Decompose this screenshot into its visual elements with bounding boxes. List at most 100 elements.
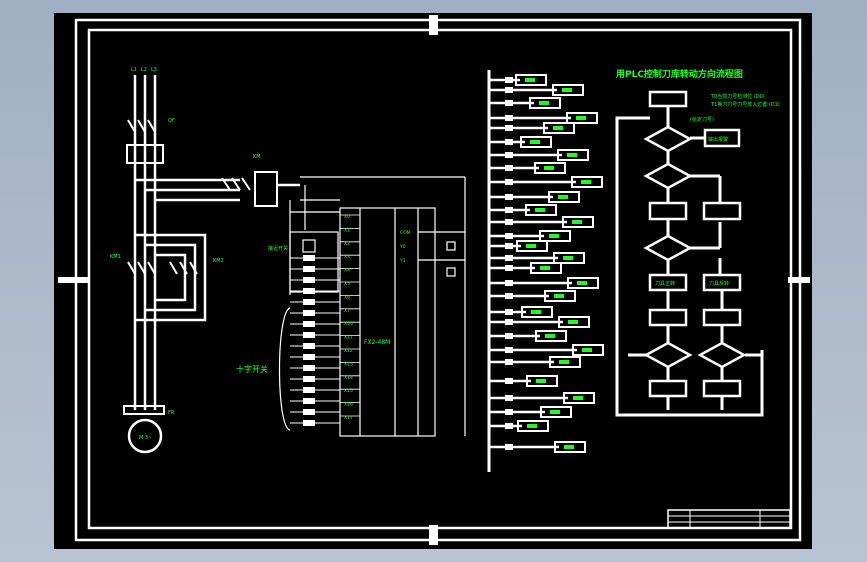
- ladder-coil-label: [558, 195, 568, 199]
- ladder-coil-label: [550, 410, 560, 414]
- ladder-coil: [554, 441, 586, 453]
- switch-contact: [303, 409, 315, 415]
- drawing-sheet: [54, 13, 812, 549]
- ladder-contact: [505, 243, 513, 249]
- switch-contact: [303, 387, 315, 393]
- output-terminal-label: Y1: [399, 258, 406, 264]
- svg-text:QF: QF: [168, 118, 175, 124]
- flow-decision-2: [643, 162, 693, 190]
- input-terminal-label: X7: [344, 308, 350, 314]
- switch-contact: [303, 398, 315, 404]
- centering-marks: [58, 15, 810, 545]
- ladder-coil: [540, 406, 572, 418]
- switch-contact: [303, 332, 315, 338]
- ladder-coil-label: [559, 360, 569, 364]
- ladder-coil: [552, 84, 584, 96]
- ladder-coil: [525, 204, 557, 216]
- svg-text:L3: L3: [151, 67, 157, 73]
- flow-decision-1: [643, 125, 693, 153]
- ladder-coil-label: [577, 281, 587, 285]
- ladder-contact: [505, 309, 513, 315]
- ladder-coil: [553, 252, 585, 264]
- svg-text:KM: KM: [253, 154, 261, 160]
- ladder-coil: [549, 356, 581, 368]
- input-terminal-label: X3: [344, 254, 350, 260]
- sensor-label: 接近开关: [268, 245, 288, 252]
- ladder-contact: [505, 115, 513, 121]
- ladder-coil: [563, 392, 595, 404]
- ladder-coil: [548, 191, 580, 203]
- ladder-coil-label: [549, 234, 559, 238]
- ladder-contact: [505, 359, 513, 365]
- flowchart-note-t0: T0当前刀号检测位 (D0): [710, 93, 765, 100]
- ladder-contact: [505, 87, 513, 93]
- ladder-coil-label: [568, 320, 578, 324]
- input-terminal-label: X13: [344, 361, 353, 367]
- title-block: [667, 509, 791, 529]
- flowchart: 用PLC控制刀库转动方向流程图 T0当前刀号检测位 (D0) T1换刀刀号刀号放…: [615, 68, 780, 417]
- flow-decision-3: [643, 234, 693, 262]
- ladder-coil-label: [525, 78, 535, 82]
- svg-text:L2: L2: [141, 67, 147, 73]
- switch-contact: [303, 321, 315, 327]
- flow-box-right-turn: [702, 273, 742, 292]
- input-terminal-label: X12: [344, 348, 353, 354]
- svg-text:KM2: KM2: [213, 258, 224, 264]
- flow-box-start: [648, 90, 688, 108]
- ladder-contact: [505, 233, 513, 239]
- ladder-coil-label: [554, 294, 564, 298]
- ladder-coil: [566, 112, 598, 124]
- input-terminal-label: X11: [344, 335, 353, 341]
- ladder-contact: [505, 395, 513, 401]
- motor-label: M 3~: [139, 435, 152, 441]
- ladder-coil-label: [581, 180, 591, 184]
- ladder-coil: [539, 230, 571, 242]
- ladder-coil-label: [536, 379, 546, 383]
- switch-marks: [127, 119, 251, 275]
- ladder-coil: [517, 420, 549, 432]
- ladder-coil: [557, 149, 589, 161]
- flow-left-turn-text: 刀具正转: [655, 280, 675, 287]
- ladder-contact: [505, 378, 513, 384]
- ladder-contact: [505, 255, 513, 261]
- flowchart-input: (给定刀号): [690, 116, 714, 123]
- ladder-coil-label: [553, 126, 563, 130]
- ladder-coil: [515, 74, 547, 86]
- input-terminal-label: X2: [344, 241, 350, 247]
- ladder-contact: [505, 333, 513, 339]
- switch-contact: [303, 255, 315, 261]
- flow-box-left-turn: [648, 273, 688, 292]
- ladder-coil: [529, 97, 561, 109]
- ladder-coil-label: [540, 266, 550, 270]
- ladder-coil: [516, 240, 548, 252]
- input-terminal-label: X0: [344, 214, 350, 220]
- input-terminal-label: X15: [344, 388, 353, 394]
- ladder-contact: [505, 125, 513, 131]
- ladder-coil-label: [545, 334, 555, 338]
- input-terminal-label: X14: [344, 375, 353, 381]
- ladder-coil-label: [567, 153, 577, 157]
- ladder-coil-label: [572, 220, 582, 224]
- ladder-contact: [505, 293, 513, 299]
- svg-text:FR: FR: [168, 410, 175, 416]
- ladder-coil: [526, 375, 558, 387]
- switch-contact: [303, 310, 315, 316]
- ladder-contact: [505, 265, 513, 271]
- input-terminal-label: X1: [344, 227, 350, 233]
- flow-box-calc-2: [702, 201, 742, 221]
- ladder-contact: [505, 444, 513, 450]
- flow-box-step-right: [702, 308, 742, 327]
- ladder-coil-label: [531, 310, 541, 314]
- switch-label: 十字开关: [236, 364, 268, 374]
- switch-contact: [303, 376, 315, 382]
- ladder-coil-label: [530, 140, 540, 144]
- ladder-contact: [505, 139, 513, 145]
- ladder-coil-label: [582, 348, 592, 352]
- flow-right-turn-text: 刀具反转: [709, 280, 729, 287]
- flow-box-alarm: [703, 128, 741, 148]
- ladder-coil: [562, 216, 594, 228]
- svg-text:L1: L1: [131, 67, 137, 73]
- ladder-contact: [505, 409, 513, 415]
